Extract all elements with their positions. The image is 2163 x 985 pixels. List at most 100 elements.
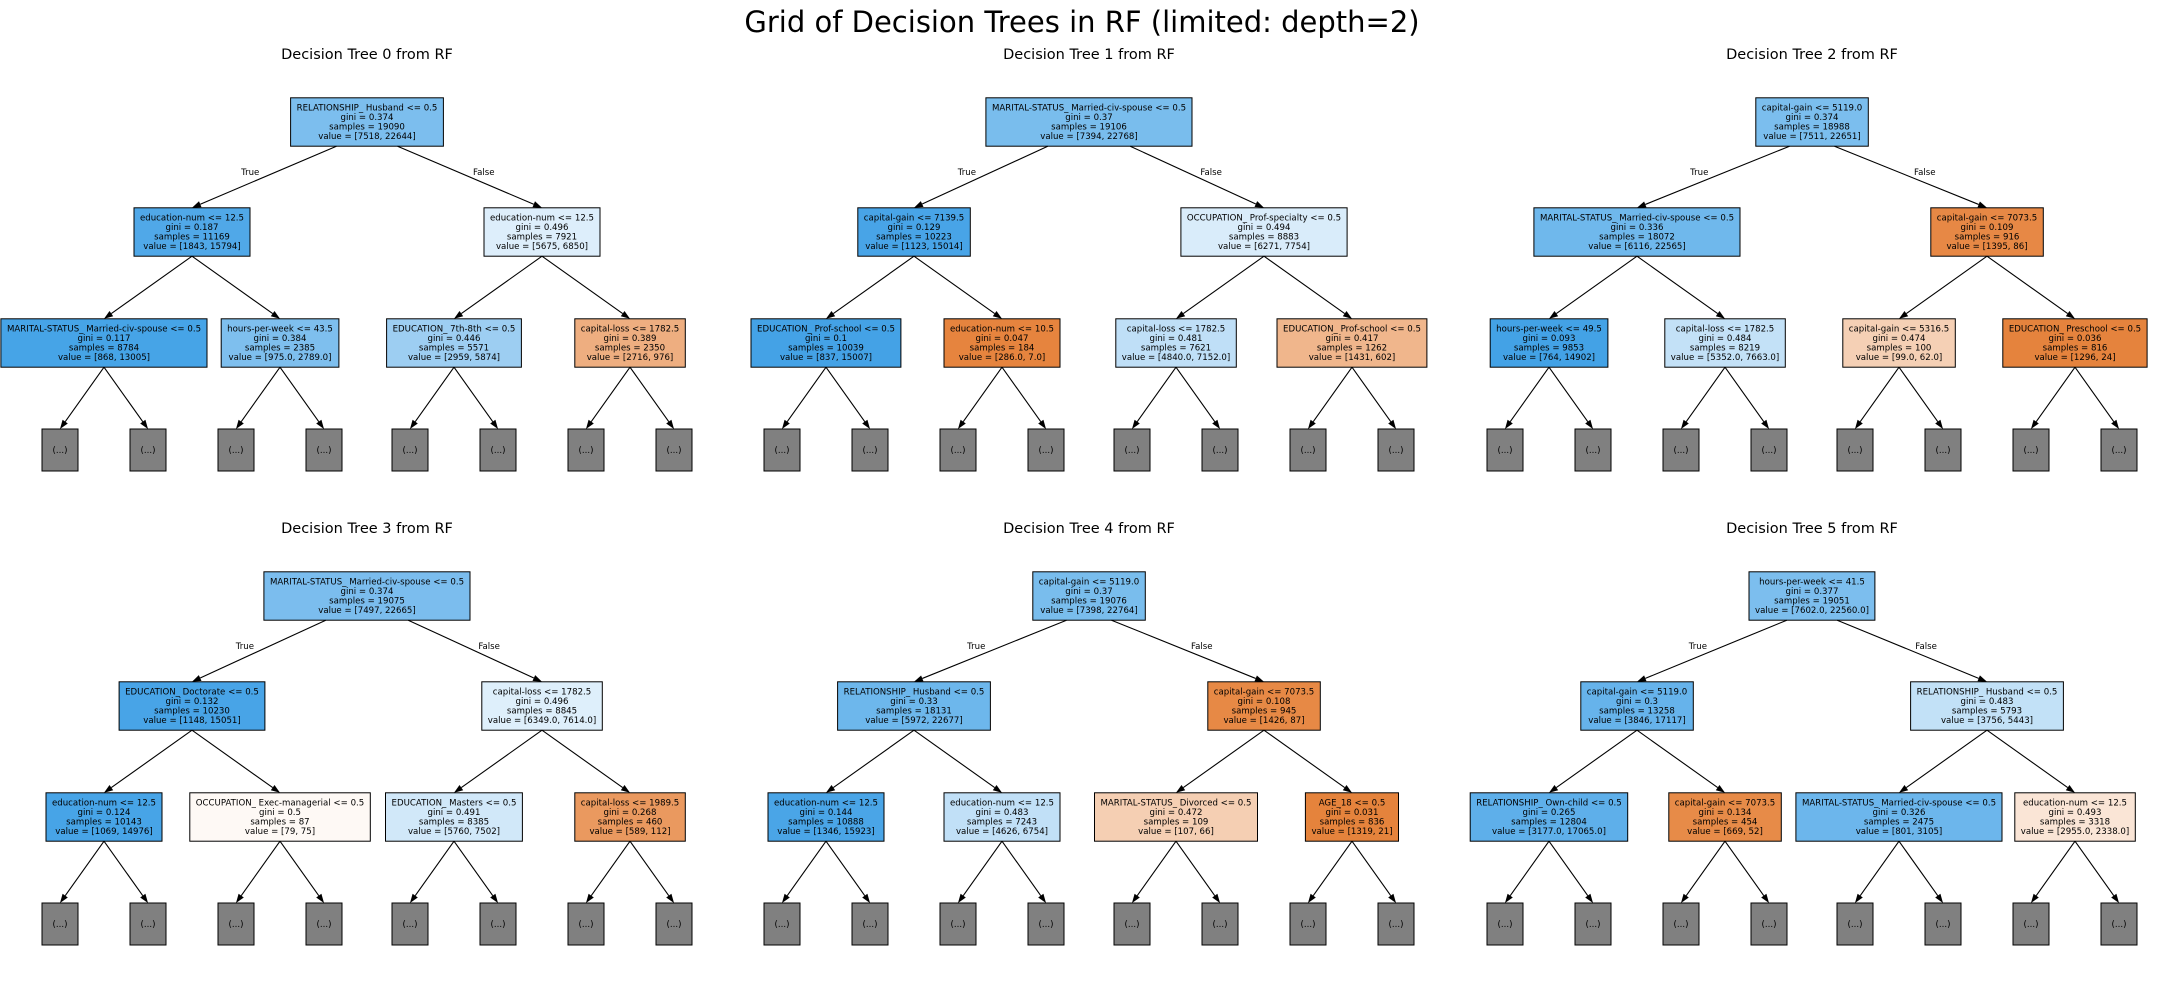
truncated-leaf-box xyxy=(479,428,517,472)
samples-value: samples = 19090 xyxy=(329,123,405,133)
truncated-leaf-label: (...) xyxy=(1301,920,1316,930)
depth2-node: MARITAL-STATUS_ Married-civ-spouse <= 0.… xyxy=(0,318,208,368)
truncated-leaf-label: (...) xyxy=(667,920,682,930)
tree-node-box xyxy=(1930,207,2044,257)
truncated-leaf-box xyxy=(655,428,693,472)
tree-node-box xyxy=(1664,318,1786,368)
gini-value: gini = 0.483 xyxy=(976,808,1029,818)
truncated-leaf-box xyxy=(939,902,977,946)
tree-edge xyxy=(1855,366,1900,429)
edge-label-true: True xyxy=(966,642,985,652)
class-value: value = [7497, 22665] xyxy=(318,606,416,616)
tree-edge xyxy=(2074,840,2119,903)
tree-edge xyxy=(104,255,193,319)
truncated-leaf-box xyxy=(763,902,801,946)
tree-node-box xyxy=(1304,792,1400,842)
truncated-leaf-label: (...) xyxy=(1125,920,1140,930)
gini-value: gini = 0.389 xyxy=(604,334,657,344)
gini-value: gini = 0.124 xyxy=(78,808,131,818)
tree-edge xyxy=(1899,729,1988,793)
gini-value: gini = 0.336 xyxy=(1611,223,1664,233)
split-condition: RELATIONSHIP_ Husband <= 0.5 xyxy=(297,103,438,113)
samples-value: samples = 19075 xyxy=(329,597,405,607)
tree-edge xyxy=(1855,840,1900,903)
gini-value: gini = 0.491 xyxy=(428,808,481,818)
split-condition: RELATIONSHIP_ Husband <= 0.5 xyxy=(844,687,985,697)
tree-node-box xyxy=(1489,318,1609,368)
class-value: value = [669, 52] xyxy=(1687,827,1763,837)
tree-edge xyxy=(1899,255,1988,319)
tree-edge xyxy=(1308,366,1353,429)
truncated-leaf-label: (...) xyxy=(1936,446,1951,456)
tree-edge xyxy=(1898,840,1943,903)
tree-edge xyxy=(60,366,105,429)
tree-edge xyxy=(1001,366,1046,429)
truncated-leaf-box xyxy=(1486,428,1524,472)
truncated-leaf-label: (...) xyxy=(1674,446,1689,456)
edge-label-true: True xyxy=(240,168,259,178)
truncated-leaf-label: (...) xyxy=(141,446,156,456)
tree-edge xyxy=(1636,729,1725,793)
truncated-leaf-box xyxy=(391,428,429,472)
tree-node-box xyxy=(220,318,340,368)
truncated-leaf: (...) xyxy=(1924,428,1962,472)
tree-edge xyxy=(1175,840,1220,903)
tree-edge xyxy=(1505,840,1550,903)
truncated-leaf-label: (...) xyxy=(1586,920,1601,930)
truncated-leaf-box xyxy=(2012,428,2050,472)
truncated-leaf-label: (...) xyxy=(1586,446,1601,456)
truncated-leaf-box xyxy=(2100,428,2138,472)
truncated-leaf-box xyxy=(1574,428,1612,472)
class-value: value = [4840.0, 7152.0] xyxy=(1122,353,1230,363)
truncated-leaf-box xyxy=(1836,902,1874,946)
edge-label-false: False xyxy=(1914,168,1936,178)
tree-node-box xyxy=(1032,571,1146,621)
samples-value: samples = 8883 xyxy=(1229,233,1299,243)
samples-value: samples = 460 xyxy=(598,818,663,828)
tree-node-box xyxy=(574,318,686,368)
truncated-leaf-box xyxy=(2012,902,2050,946)
samples-value: samples = 8385 xyxy=(419,818,489,828)
samples-value: samples = 7921 xyxy=(507,233,577,243)
tree-node-box xyxy=(857,207,971,257)
tree-edge xyxy=(279,366,324,429)
gini-value: gini = 0.374 xyxy=(1786,113,1839,123)
split-condition: capital-gain <= 7073.5 xyxy=(1214,687,1314,697)
truncated-leaf: (...) xyxy=(305,902,343,946)
gini-value: gini = 0.377 xyxy=(1786,587,1839,597)
samples-value: samples = 18072 xyxy=(1599,233,1675,243)
tree-edge xyxy=(2031,366,2076,429)
truncated-leaf: (...) xyxy=(1113,902,1151,946)
truncated-leaf: (...) xyxy=(391,902,429,946)
truncated-leaf: (...) xyxy=(1574,902,1612,946)
tree-edge xyxy=(103,840,148,903)
tree-node-box xyxy=(290,97,444,147)
truncated-leaf-box xyxy=(2100,902,2138,946)
gini-value: gini = 0.496 xyxy=(516,223,569,233)
tree-edge xyxy=(958,366,1003,429)
class-value: value = [1395, 86] xyxy=(1946,242,2027,252)
class-value: value = [286.0, 7.0] xyxy=(959,353,1046,363)
edge-label-false: False xyxy=(1200,168,1222,178)
tree-edge xyxy=(825,840,870,903)
gini-value: gini = 0.132 xyxy=(166,697,219,707)
truncated-leaf-label: (...) xyxy=(2024,446,2039,456)
truncated-leaf: (...) xyxy=(1750,902,1788,946)
truncated-leaf-box xyxy=(1289,428,1327,472)
class-value: value = [1319, 21] xyxy=(1311,827,1392,837)
truncated-leaf: (...) xyxy=(1486,902,1524,946)
tree-edge xyxy=(1176,255,1265,319)
tree-edge xyxy=(454,255,543,319)
truncated-leaf-label: (...) xyxy=(53,446,68,456)
tree-node-box xyxy=(1748,571,1876,621)
tree-node-box xyxy=(0,318,208,368)
truncated-leaf: (...) xyxy=(763,428,801,472)
tree-edge xyxy=(1175,366,1220,429)
truncated-leaf-box xyxy=(1924,428,1962,472)
truncated-leaf-label: (...) xyxy=(2112,446,2127,456)
edge-label-true: True xyxy=(957,168,976,178)
